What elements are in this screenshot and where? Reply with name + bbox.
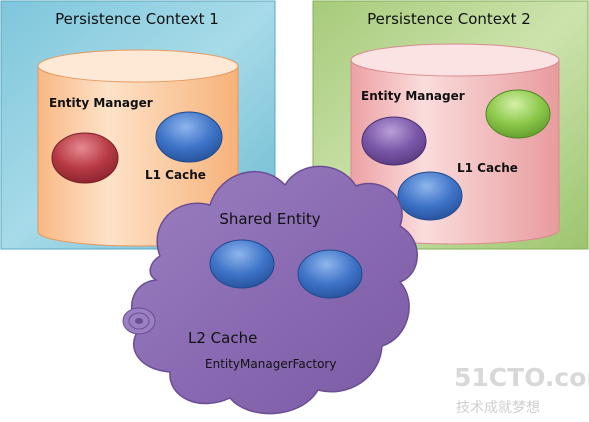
green-entity-sphere [485, 89, 551, 139]
l2-cache-label: L2 Cache [188, 329, 257, 347]
left-entity-manager-label: Entity Manager [49, 96, 153, 110]
shared-entity-sphere-1 [209, 239, 275, 289]
right-l1-cache-entity [397, 171, 463, 221]
left-l1-cache-entity [155, 111, 223, 163]
watermark-tagline: 技术成就梦想 [456, 400, 540, 416]
persistence-context-2-title: Persistence Context 2 [367, 10, 531, 28]
purple-entity-sphere [361, 116, 427, 166]
persistence-context-1-title: Persistence Context 1 [55, 10, 219, 28]
right-l1-cache-label: L1 Cache [457, 161, 518, 175]
shared-entity-sphere-2 [297, 249, 363, 299]
right-entity-manager-label: Entity Manager [361, 89, 465, 103]
entity-manager-factory-label: EntityManagerFactory [205, 357, 336, 371]
shared-entity-label: Shared Entity [219, 210, 320, 228]
l2-cache-cloud [130, 165, 418, 415]
left-l1-cache-label: L1 Cache [145, 168, 206, 182]
watermark-brand: 51CTO.com [454, 363, 589, 392]
red-entity-sphere [51, 132, 119, 184]
l2-cache-disc-icon [122, 307, 156, 335]
watermark-logo: 51CTO.com 技术成就梦想 [454, 363, 589, 416]
